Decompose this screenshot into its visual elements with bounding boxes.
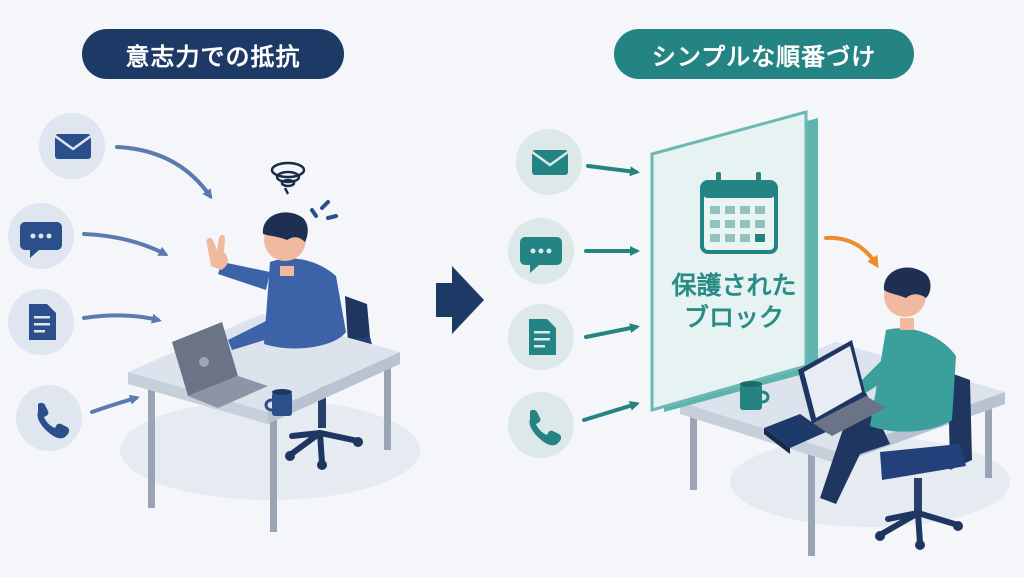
- stress-swirl-icon: [270, 161, 306, 195]
- notebook-right: [764, 414, 826, 454]
- mug-right: [740, 381, 770, 410]
- laptop-right: [798, 340, 886, 436]
- mug-left: [264, 389, 292, 416]
- right-panel-title: シンプルな順番づけ: [614, 29, 914, 79]
- office-chair-right: [875, 372, 972, 550]
- chat-icon: [508, 218, 574, 284]
- arrow-right-icon: [436, 266, 484, 334]
- sweat-marks-icon: [310, 200, 338, 220]
- protected-block-shield: [650, 110, 818, 412]
- mail-icon: [516, 129, 582, 195]
- left-panel-title: 意志力での抵抗: [82, 29, 344, 79]
- document-icon: [508, 304, 574, 370]
- person-left: [206, 212, 346, 350]
- blocked-arrows-right: [582, 164, 640, 422]
- laptop-left: [172, 322, 268, 408]
- incoming-arrows-left: [82, 145, 213, 414]
- phone-icon: [508, 392, 574, 458]
- chat-icon: [8, 203, 74, 269]
- calendar-icon: [700, 172, 778, 254]
- focus-arrow: [824, 235, 879, 269]
- document-icon: [8, 289, 74, 355]
- mail-icon: [39, 113, 105, 179]
- phone-icon: [16, 385, 82, 451]
